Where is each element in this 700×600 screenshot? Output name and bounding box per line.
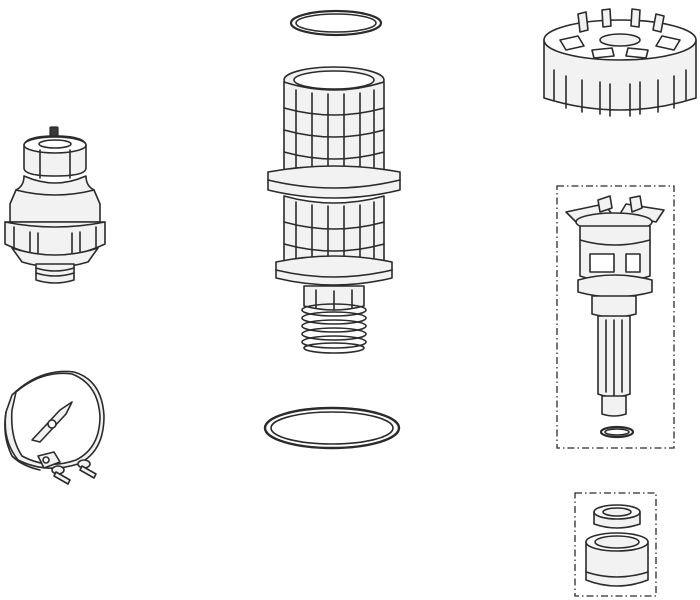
bushing-set-dashed-box xyxy=(574,492,657,597)
strainer-cartridge xyxy=(267,66,401,354)
top-o-ring xyxy=(289,9,383,37)
spring xyxy=(301,303,367,354)
impeller-assembly-dashed-box xyxy=(556,185,675,449)
large-bushing xyxy=(585,532,649,587)
small-bushing xyxy=(593,504,641,529)
bottom-o-ring xyxy=(263,406,401,450)
bushing-set xyxy=(574,492,657,597)
small-o-ring xyxy=(599,425,635,439)
castellated-cap xyxy=(543,8,697,117)
screw-left xyxy=(51,465,71,485)
impeller-assembly xyxy=(556,185,675,449)
dial-cover xyxy=(4,370,105,485)
air-vent-valve xyxy=(4,126,106,284)
screw-right xyxy=(77,459,97,479)
